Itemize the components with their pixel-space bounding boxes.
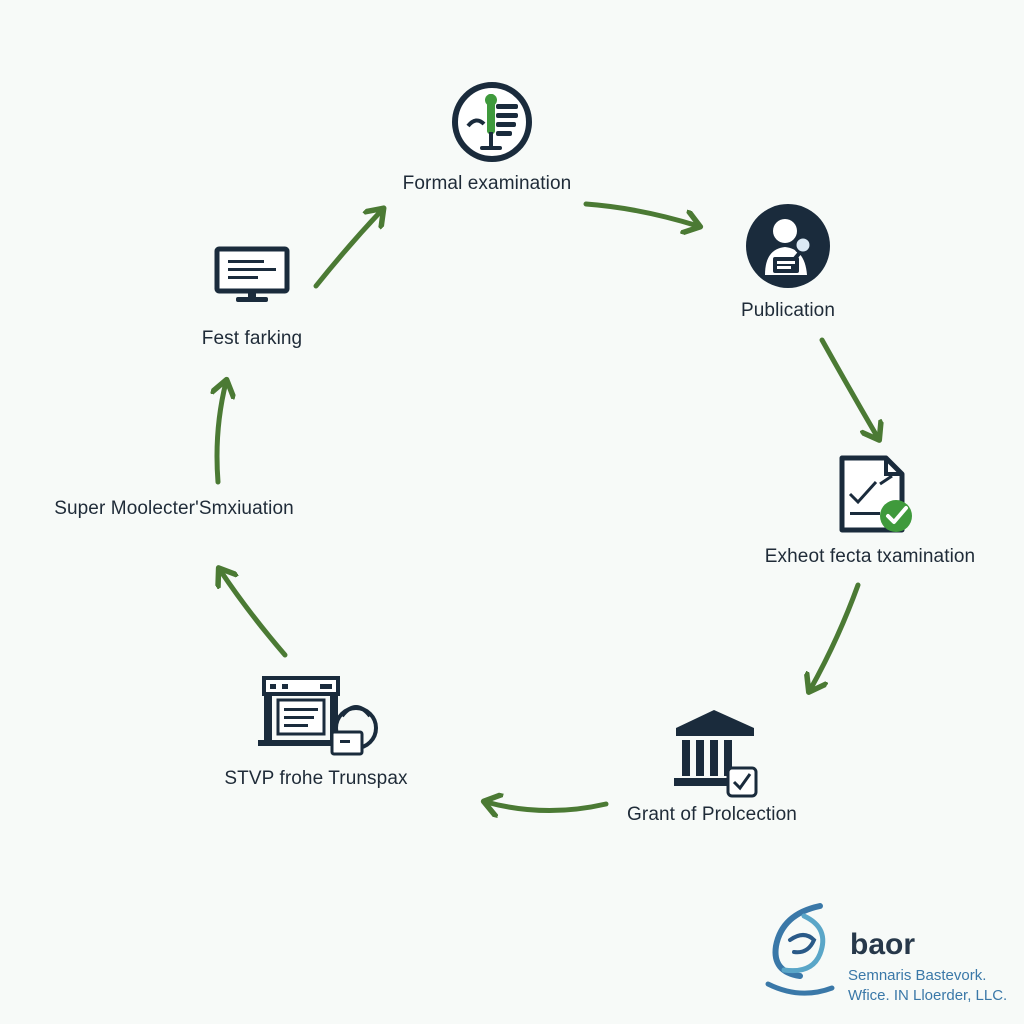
- brand-tagline-2: Wfice. IN Lloerder, LLC.: [848, 987, 1008, 1004]
- arrow-exam-to-grant: [810, 582, 861, 690]
- step-label-publication: Publication: [740, 300, 836, 321]
- step-label-grant: Grant of Prolcection: [627, 804, 797, 825]
- courthouse-check-icon: [672, 708, 762, 805]
- arrow-fest-to-formal: [313, 210, 382, 289]
- arrow-grant-to-stvp: [486, 802, 609, 811]
- arrow-stvp-to-super: [220, 570, 288, 658]
- printer-lock-icon: [258, 676, 382, 761]
- step-label-exam: Exheot fecta txamination: [764, 546, 976, 567]
- brand-name: baor: [850, 928, 916, 961]
- arrow-super-to-fest: [217, 382, 226, 485]
- gavel-document-icon: [450, 80, 534, 169]
- computer-monitor-icon: [214, 246, 292, 309]
- arrow-formal-to-publication: [583, 201, 698, 226]
- arrow-publication-to-exam: [819, 337, 878, 438]
- step-label-fest: Fest farking: [201, 328, 303, 349]
- person-magnifier-icon: [745, 203, 831, 294]
- brand-tagline-1: Semnaris Bastevork.: [848, 967, 987, 984]
- swirl-logo-icon: [760, 900, 842, 1009]
- step-label-formal: Formal examination: [402, 173, 572, 194]
- document-check-icon: [836, 454, 916, 541]
- step-label-stvp: STVP frohe Trunspax: [224, 768, 408, 789]
- step-label-super: Super Moolecter'Smxiuation: [54, 498, 294, 519]
